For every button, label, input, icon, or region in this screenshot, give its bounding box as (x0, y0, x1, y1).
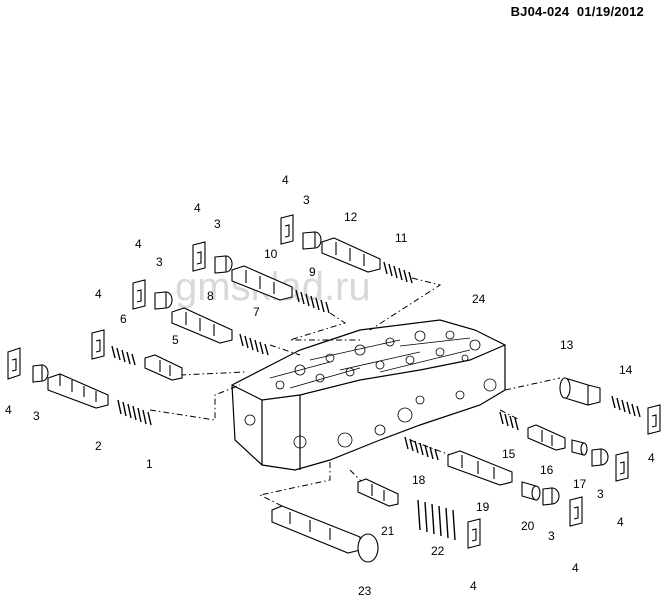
callout-label: 2 (95, 439, 102, 453)
spring-part-14 (611, 395, 641, 418)
callout-label: 21 (381, 524, 395, 538)
plug-part-3 (32, 364, 49, 383)
plug-part-17 (571, 439, 588, 456)
plug-part-3 (214, 255, 233, 274)
valve-part-10 (231, 265, 293, 301)
callout-label: 4 (135, 237, 142, 251)
plug-part-3 (591, 448, 609, 467)
callout-label: 12 (344, 210, 358, 224)
callout-label: 4 (95, 287, 102, 301)
plug-part-3 (302, 231, 322, 250)
callout-label: 4 (194, 201, 201, 215)
clip-part-4 (569, 496, 583, 527)
spring-part-11 (383, 261, 413, 284)
callout-label: 4 (617, 515, 624, 529)
diagram-date: 01/19/2012 (576, 4, 644, 19)
callout-label: 15 (502, 447, 516, 461)
valve-part-21 (357, 478, 399, 507)
spring-part-9 (295, 289, 330, 314)
callout-label: 4 (648, 451, 655, 465)
valve-part-19 (447, 450, 513, 486)
callout-label: 4 (282, 173, 289, 187)
callout-label: 4 (5, 403, 12, 417)
callout-label: 3 (548, 529, 555, 543)
callout-label: 1 (146, 457, 153, 471)
callout-label: 17 (573, 477, 587, 491)
callout-label: 3 (303, 193, 310, 207)
spring-part-6 (111, 345, 136, 366)
valve-part-23 (271, 505, 379, 563)
callout-label: 18 (412, 473, 426, 487)
callout-label: 10 (264, 247, 278, 261)
callout-label: 24 (472, 292, 486, 306)
spring-part-1 (117, 399, 152, 426)
diagram-code: BJ04-024 (510, 4, 570, 19)
valve-part-8 (171, 307, 233, 344)
clip-part-4 (615, 451, 629, 482)
callout-label: 23 (358, 584, 372, 598)
callout-label: 4 (470, 579, 477, 593)
spring-part-7 (239, 333, 269, 356)
clip-part-4 (91, 329, 105, 360)
callout-label: 3 (214, 217, 221, 231)
callout-labels: 1 2 3 4 4 6 5 4 3 8 7 4 3 10 9 4 3 12 11… (5, 173, 655, 598)
valve-part-5 (144, 354, 183, 381)
valve-part-12 (321, 237, 381, 273)
clip-part-4 (647, 404, 661, 435)
callout-label: 3 (33, 409, 40, 423)
callout-label: 14 (619, 363, 633, 377)
callout-label: 13 (560, 338, 574, 352)
valve-part-2 (47, 373, 109, 409)
valve-body-part-24 (231, 319, 506, 471)
callout-label: 7 (253, 305, 260, 319)
clip-part-4 (132, 279, 146, 310)
callout-label: 20 (521, 519, 535, 533)
leader-lines (149, 277, 561, 511)
callout-label: 19 (476, 500, 490, 514)
callout-label: 8 (207, 289, 214, 303)
plug-part-13 (559, 377, 601, 406)
clip-part-4 (280, 214, 294, 245)
diagram-header: BJ04-024 01/19/2012 (511, 4, 644, 19)
plug-part-20 (521, 481, 541, 501)
spring-part-18 (404, 436, 439, 461)
spring-part-15 (499, 411, 519, 431)
callout-label: 3 (597, 487, 604, 501)
callout-label: 11 (395, 231, 408, 245)
callout-label: 5 (172, 333, 179, 347)
clip-part-4 (467, 518, 481, 549)
callout-label: 4 (572, 561, 579, 575)
callout-label: 22 (431, 544, 445, 558)
clip-part-4 (192, 241, 206, 272)
plug-part-3 (154, 291, 173, 310)
callout-label: 6 (120, 312, 127, 326)
callout-label: 16 (540, 463, 554, 477)
plug-part-3 (542, 487, 560, 506)
callout-label: 9 (309, 265, 316, 279)
callout-label: 3 (156, 255, 163, 269)
valve-part-16 (527, 424, 566, 451)
clip-part-4 (7, 347, 21, 380)
spring-part-22 (417, 499, 456, 541)
